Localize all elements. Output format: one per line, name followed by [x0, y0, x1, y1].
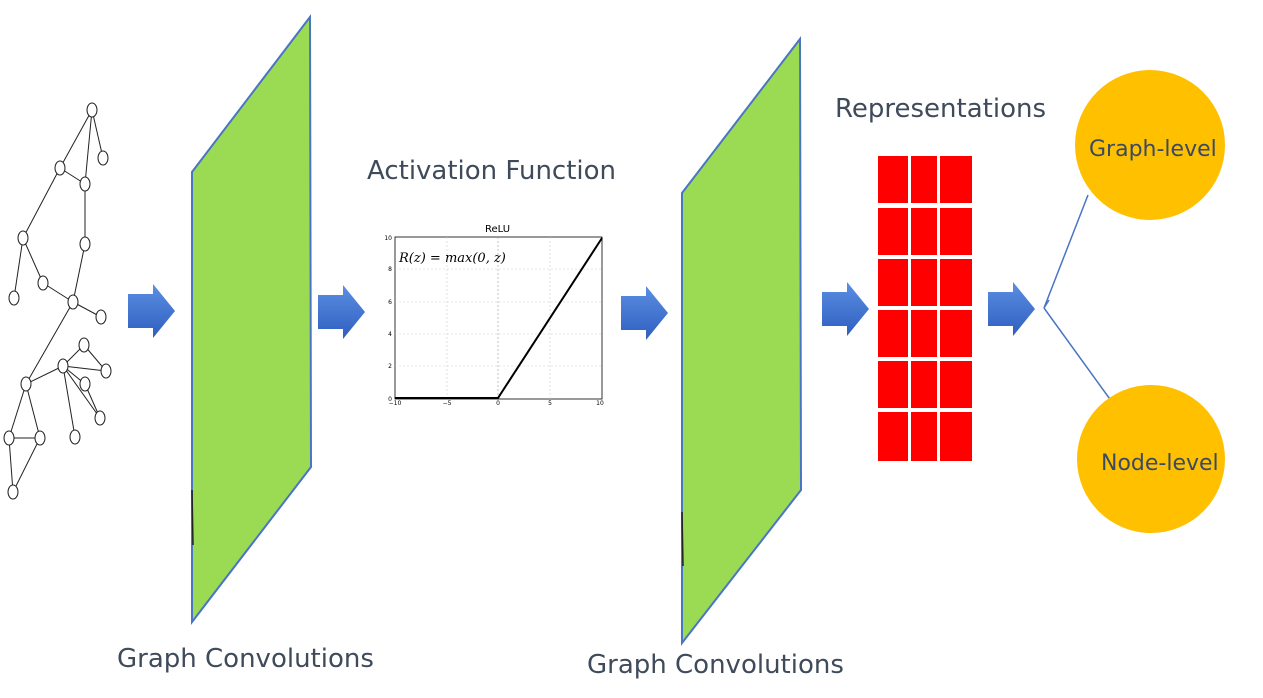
output-branch — [1043, 194, 1113, 403]
y-tick-label: 8 — [388, 266, 392, 273]
y-tick-label: 10 — [384, 235, 392, 242]
x-tick-label: −10 — [389, 400, 402, 407]
relu-plot: −10 −5 0 5 10 0 2 4 6 8 10 — [384, 235, 604, 407]
graph-nodes — [3, 102, 112, 500]
flow-arrows — [128, 282, 1035, 340]
arrow-icon — [318, 285, 365, 339]
x-tick-label: 10 — [596, 400, 604, 407]
arrow-icon — [128, 284, 175, 338]
x-tick-label: 5 — [548, 400, 552, 407]
relu-plot-title: ReLU — [485, 224, 511, 235]
arrow-icon — [822, 282, 869, 336]
y-tick-label: 6 — [388, 299, 392, 306]
x-tick-label: 0 — [496, 400, 500, 407]
activation-function-title: Activation Function — [367, 156, 617, 186]
node-level-output — [1077, 385, 1225, 533]
arrow-icon — [988, 282, 1035, 336]
graph-convolutions-label-2: Graph Convolutions — [587, 650, 844, 680]
graph-level-output — [1075, 70, 1225, 220]
arrow-icon — [621, 286, 668, 340]
graph-convolutions-label-1: Graph Convolutions — [117, 644, 374, 674]
x-tick-label: −5 — [443, 400, 452, 407]
y-tick-label: 4 — [388, 331, 392, 338]
node-level-label: Node-level — [1101, 451, 1219, 476]
y-tick-label: 2 — [388, 363, 392, 370]
relu-x-ticks: −10 −5 0 5 10 — [389, 400, 604, 407]
graph-convolution-layer-1 — [191, 14, 313, 625]
graph-convolution-layer-2 — [681, 36, 803, 646]
representations-title: Representations — [835, 94, 1047, 124]
input-graph — [3, 102, 112, 500]
relu-equation: R(z) = max(0, z) — [399, 251, 506, 266]
representation-matrix — [878, 156, 972, 461]
relu-curve — [395, 237, 603, 399]
relu-y-ticks: 0 2 4 6 8 10 — [384, 235, 392, 403]
graph-level-label: Graph-level — [1089, 137, 1217, 162]
y-tick-label: 0 — [388, 396, 392, 403]
